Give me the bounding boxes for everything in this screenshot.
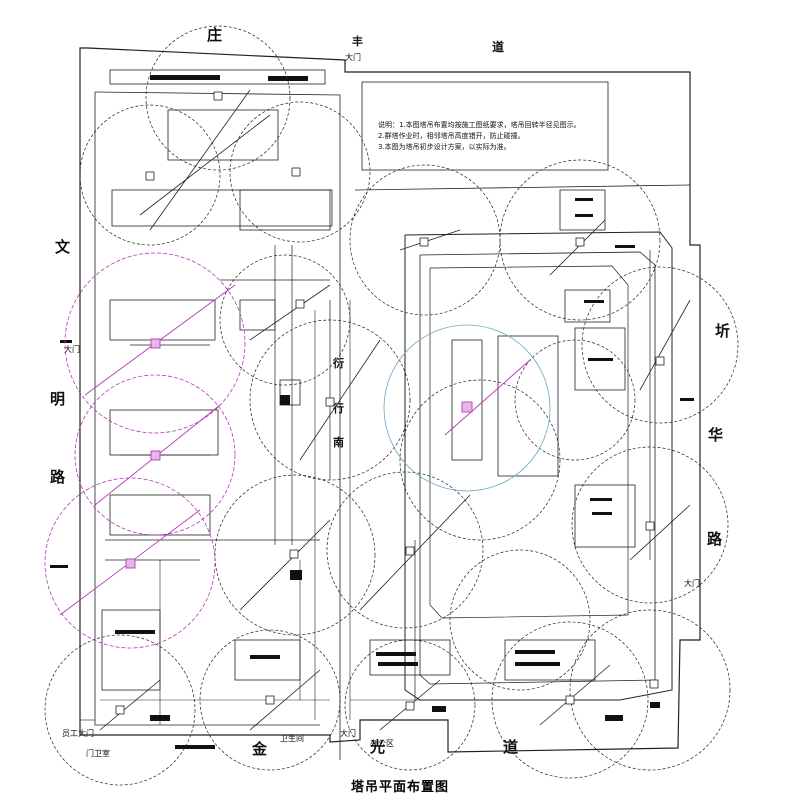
road-label-west-1: 文 [55, 238, 71, 256]
gate-east-label: 大门 [684, 579, 700, 588]
road-label-middle-3: 南 [333, 436, 344, 449]
plan-markings [50, 75, 694, 749]
note-line-3: 3.本图为塔吊初步设计方案，以实际为准。 [378, 143, 511, 151]
gate-sw-label: 员工大门 [62, 729, 94, 738]
road-label-east-3: 路 [707, 530, 723, 548]
gate-west-label: 大门 [64, 345, 80, 354]
road-label-south-3: 道 [503, 738, 519, 756]
road-label-north-3: 道 [492, 40, 505, 54]
road-label-east-1: 圻 [715, 322, 731, 340]
office-south-label: 办公区 [370, 739, 394, 748]
road-label-middle-2: 行 [333, 402, 344, 415]
road-label-west-3: 路 [50, 468, 66, 486]
crane-radius-cyan [383, 324, 551, 492]
design-notes: 说明：1.本图塔吊布置均按施工图纸要求，塔吊回转半径见图示。 2.群塔作业时，相… [378, 120, 648, 153]
site-boundary [79, 47, 701, 760]
gate-south-label: 大门 [340, 729, 356, 738]
road-label-south-1: 金 [252, 740, 268, 758]
road-label-south-2: 光 [370, 738, 386, 756]
note-line-2: 2.群塔作业时，相邻塔吊高度错开，防止碰撞。 [378, 132, 525, 140]
note-line-1: 说明：1.本图塔吊布置均按施工图纸要求，塔吊回转半径见图示。 [378, 121, 581, 129]
crane-radius-magenta [44, 252, 246, 649]
road-label-west-2: 明 [50, 390, 66, 408]
drawing-title: 塔吊平面布置图 [350, 780, 449, 795]
road-label-north-2: 丰 [352, 35, 363, 48]
road-label-east-2: 华 [708, 426, 724, 444]
crane-bases [115, 91, 665, 715]
crane-bases-magenta [125, 338, 473, 569]
gate-north-label: 大门 [345, 53, 361, 62]
road-label-north-1: 庄 [207, 26, 223, 44]
road-label-middle-1: 衍 [333, 357, 344, 370]
crane-grid-lines [105, 245, 651, 700]
office-sw-label: 门卫室 [86, 749, 110, 758]
toilet-label: 卫生间 [280, 734, 304, 743]
